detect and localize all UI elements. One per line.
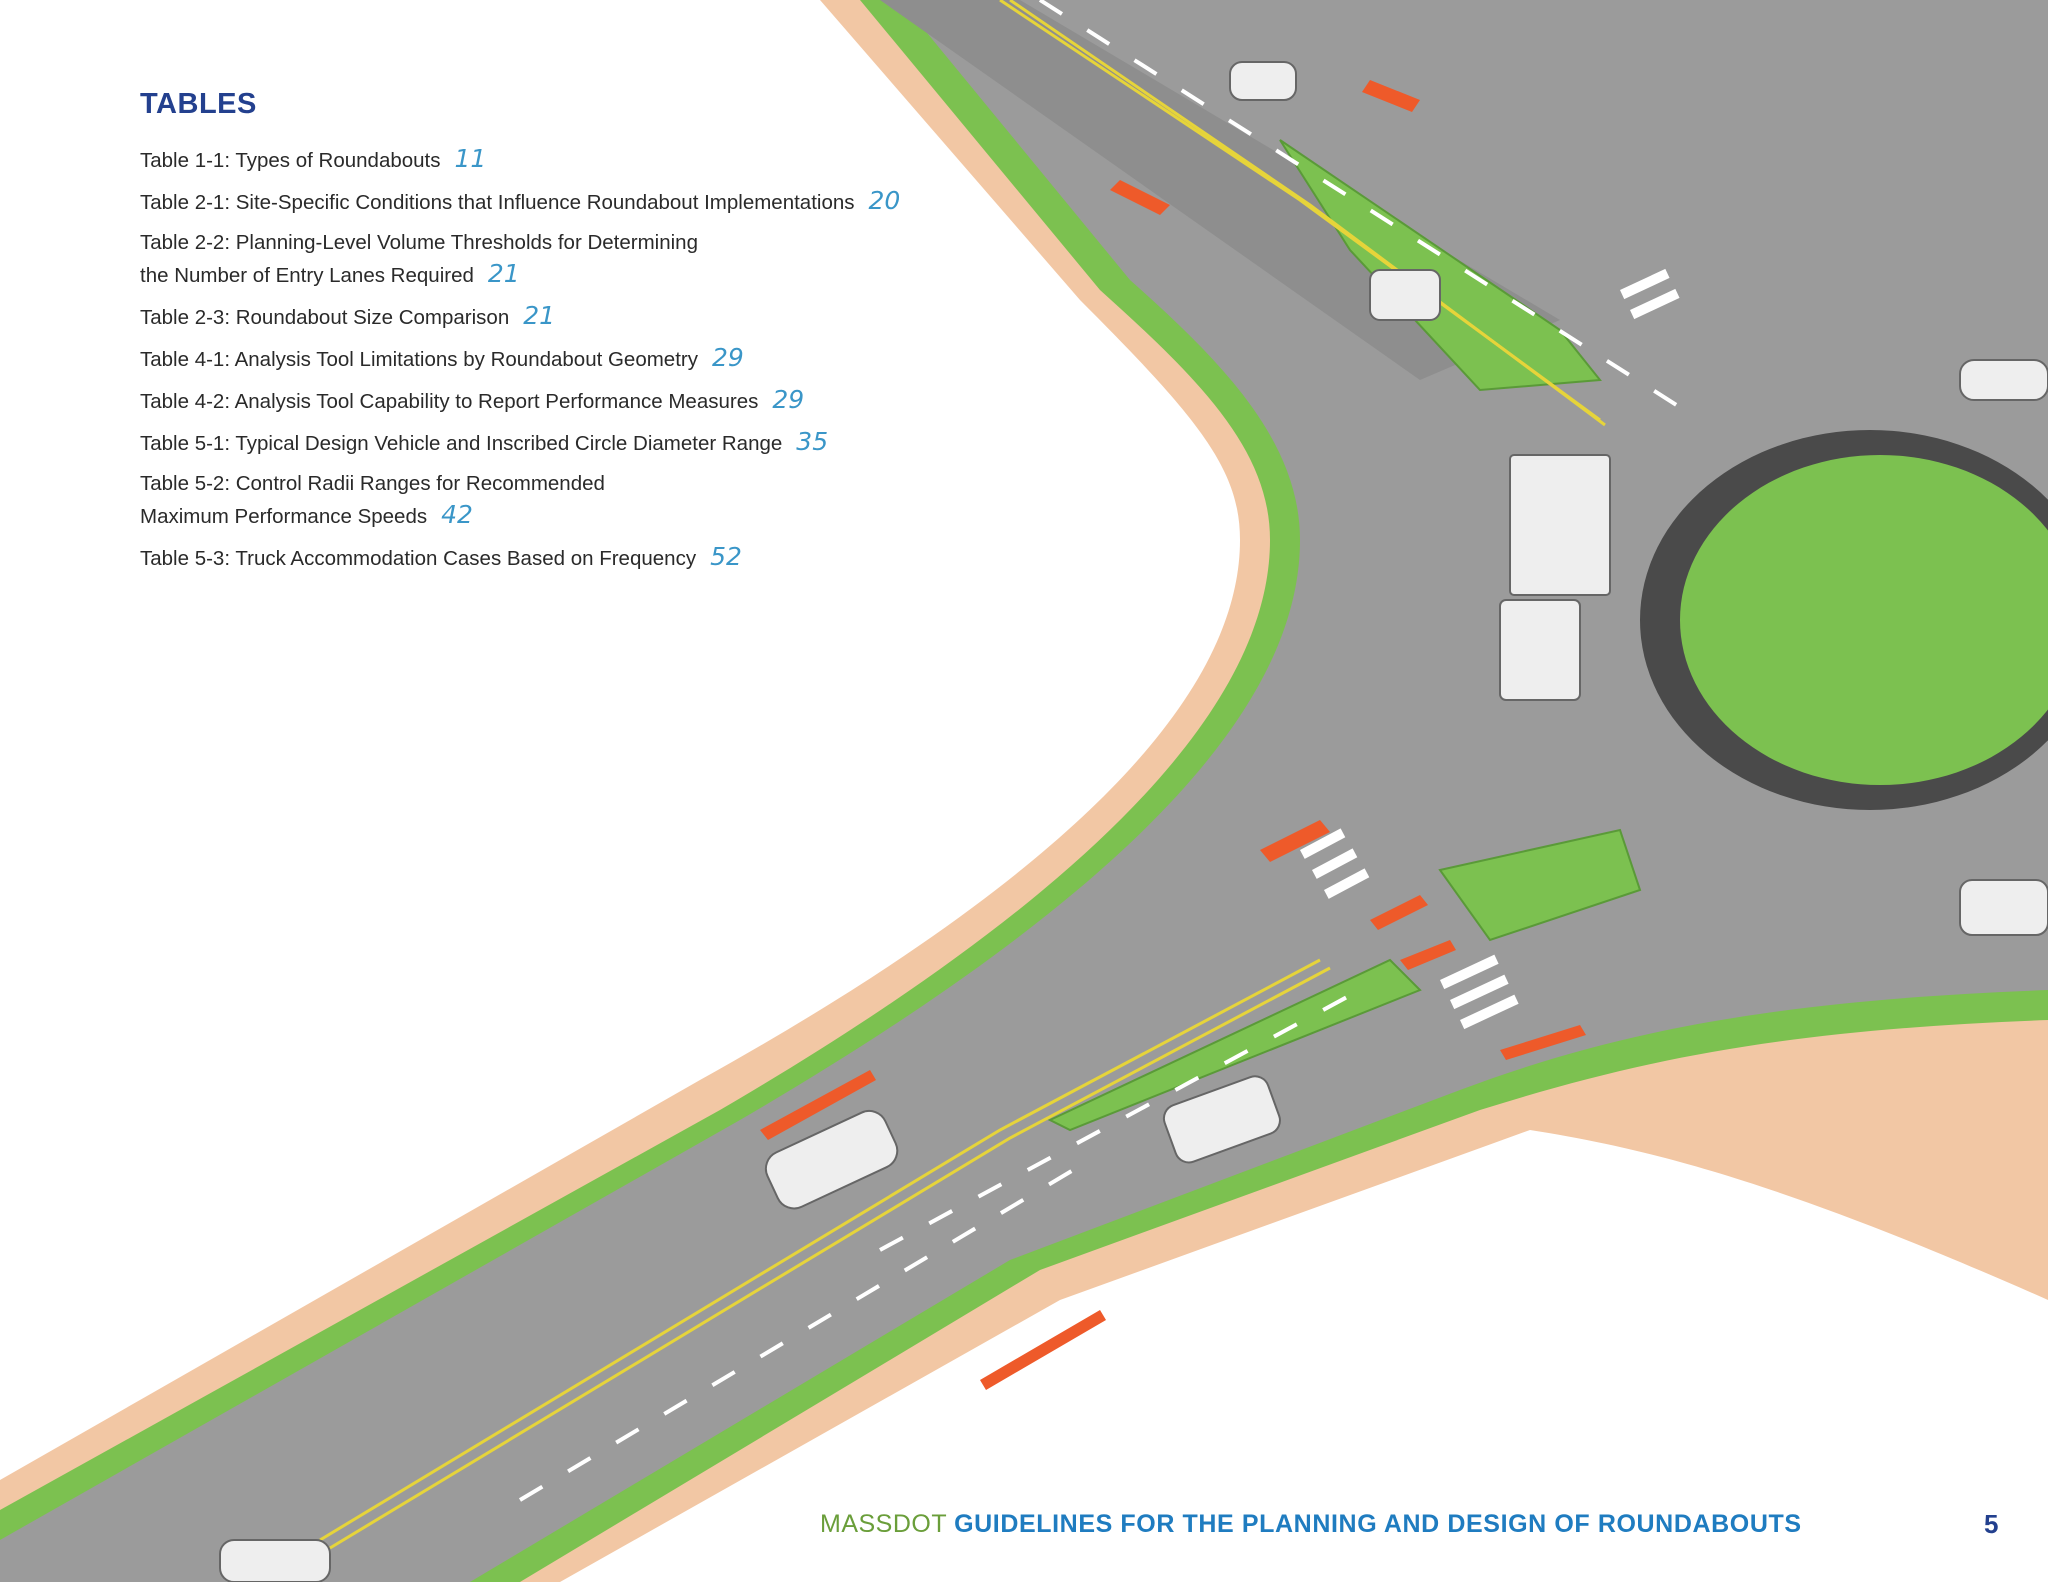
toc-entry[interactable]: Table 4-1: Analysis Tool Limitations by … — [140, 342, 1040, 375]
toc-page-link[interactable]: 20 — [868, 186, 901, 215]
page-number: 5 — [1984, 1509, 1999, 1539]
toc-entry[interactable]: Table 2-2: Planning-Level Volume Thresho… — [140, 227, 1040, 291]
toc-page-link[interactable]: 21 — [523, 301, 556, 330]
van — [1959, 879, 2048, 936]
car — [219, 1539, 331, 1582]
footer-title: GUIDELINES FOR THE PLANNING AND DESIGN O… — [954, 1510, 1802, 1538]
footer-brand: MASSDOT — [820, 1510, 948, 1538]
tables-list: TABLES Table 1-1: Types of Roundabouts 11… — [140, 88, 1040, 583]
toc-page-link[interactable]: 52 — [710, 542, 742, 571]
toc-entry[interactable]: Table 2-3: Roundabout Size Comparison 21 — [140, 300, 1040, 333]
toc-entry-title: Table 5-1: Typical Design Vehicle and In… — [140, 432, 783, 455]
toc-page-link[interactable]: 35 — [796, 427, 829, 456]
dashed-markings — [518, 0, 1702, 1502]
car — [1229, 61, 1297, 101]
van — [1162, 1075, 1281, 1164]
vehicles — [219, 61, 2048, 1582]
toc-entry[interactable]: Table 2-1: Site-Specific Conditions that… — [140, 185, 1040, 218]
toc-page-link[interactable]: 29 — [772, 385, 805, 414]
toc-entry[interactable]: Table 5-3: Truck Accommodation Cases Bas… — [140, 541, 1040, 574]
toc-entry[interactable]: Table 1-1: Types of Roundabouts 11 — [140, 143, 1040, 176]
toc-entry-title: Table 1-1: Types of Roundabouts — [140, 149, 441, 172]
toc-entry[interactable]: Table 5-1: Typical Design Vehicle and In… — [140, 426, 1040, 459]
toc-entry-title-cont: Maximum Performance Speeds — [140, 505, 428, 528]
toc-page-link[interactable]: 11 — [454, 144, 487, 173]
crosswalks — [1300, 268, 1680, 1030]
toc-page-link[interactable]: 21 — [487, 259, 520, 288]
toc-entry-title: Table 4-2: Analysis Tool Capability to R… — [140, 390, 759, 413]
toc-page-link[interactable]: 42 — [441, 500, 473, 529]
toc-entry-title: Table 5-3: Truck Accommodation Cases Bas… — [140, 547, 697, 570]
splitter-islands — [1047, 139, 1642, 1132]
car — [764, 1109, 899, 1210]
toc-entry-title: Table 2-2: Planning-Level Volume Thresho… — [140, 231, 698, 254]
tables-heading: TABLES — [140, 88, 257, 120]
central-island — [1640, 430, 2048, 810]
toc-entry-title: Table 4-1: Analysis Tool Limitations by … — [140, 348, 698, 371]
toc-entry-title: Table 5-2: Control Radii Ranges for Reco… — [140, 472, 605, 495]
toc-entry[interactable]: Table 5-2: Control Radii Ranges for Reco… — [140, 468, 1040, 532]
toc-entry-title: Table 2-1: Site-Specific Conditions that… — [140, 191, 855, 214]
car — [1959, 359, 2048, 401]
detectable-warning-panels — [760, 80, 1586, 1390]
running-footer: MASSDOT GUIDELINES FOR THE PLANNING AND … — [820, 1510, 1880, 1539]
truck-cab — [1499, 599, 1581, 701]
toc-entry[interactable]: Table 4-2: Analysis Tool Capability to R… — [140, 384, 1040, 417]
van — [1369, 269, 1441, 321]
truck-box — [1509, 454, 1611, 596]
toc-entry-title: Table 2-3: Roundabout Size Comparison — [140, 306, 510, 329]
toc-page-link[interactable]: 29 — [711, 343, 744, 372]
toc-entry-title-cont: the Number of Entry Lanes Required — [140, 264, 474, 287]
lane-markings — [319, 0, 1606, 1550]
